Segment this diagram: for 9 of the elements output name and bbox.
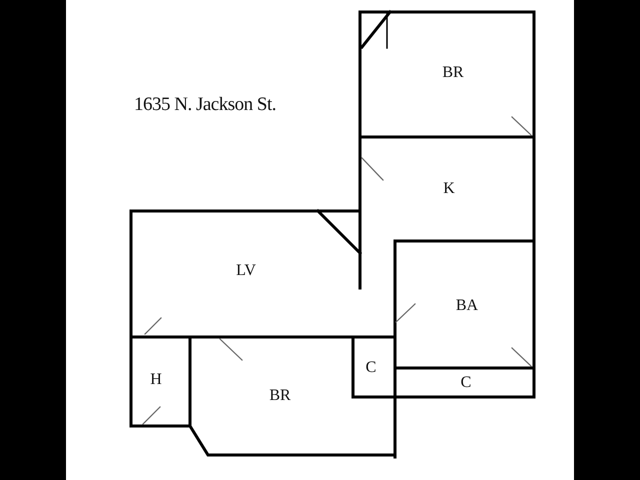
room-label: C — [460, 375, 472, 391]
room-label: BR — [442, 65, 464, 81]
room-label: H — [150, 372, 162, 388]
room-label: K — [443, 181, 455, 197]
room-label: BR — [269, 388, 291, 404]
address-title: 1635 N. Jackson St. — [134, 94, 276, 116]
room-label: BA — [456, 298, 478, 314]
room-label: C — [366, 360, 376, 376]
room-label: LV — [236, 263, 256, 279]
